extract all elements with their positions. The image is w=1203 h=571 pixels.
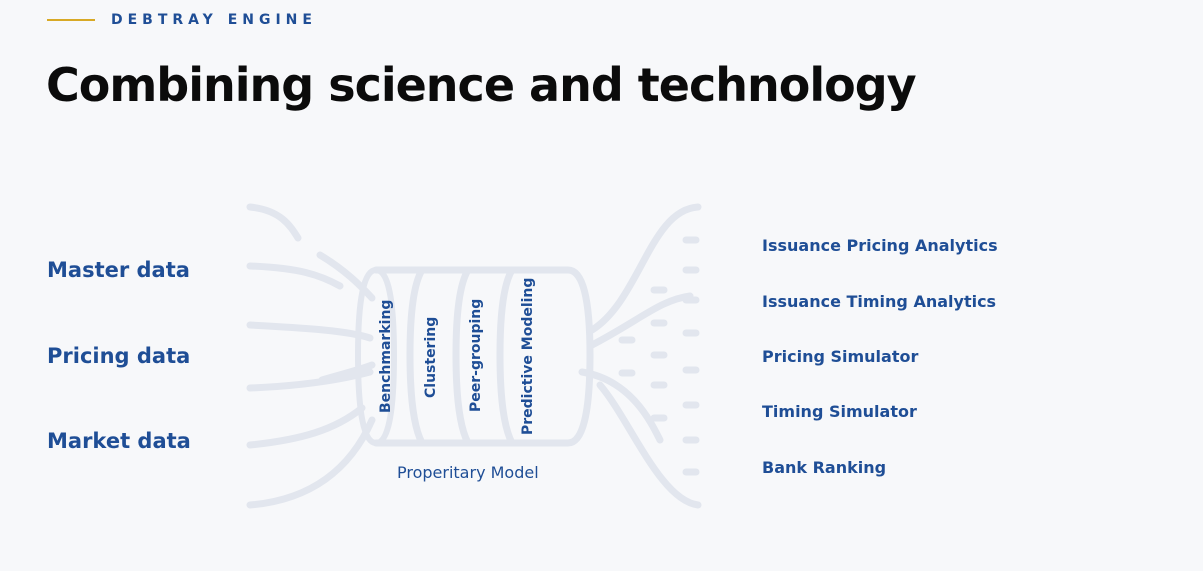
flow-line-right bbox=[588, 292, 694, 349]
input-label-pricing-data: Pricing data bbox=[47, 344, 191, 368]
flow-line-right bbox=[578, 368, 664, 444]
flow-line-left bbox=[318, 361, 376, 384]
eyebrow: DEBTRAY ENGINE bbox=[47, 12, 317, 28]
stage-label-peer-grouping: Peer-grouping bbox=[468, 299, 484, 412]
model-cylinder-ring bbox=[406, 266, 426, 447]
stage-label-benchmarking: Benchmarking bbox=[378, 300, 394, 413]
flow-line-left bbox=[246, 404, 366, 449]
flow-line-right bbox=[588, 203, 702, 334]
flow-line-left bbox=[246, 416, 376, 509]
flow-line-left bbox=[246, 203, 302, 242]
input-label-master-data: Master data bbox=[47, 258, 190, 282]
stage-label-predictive-modeling: Predictive Modeling bbox=[520, 278, 536, 435]
eyebrow-label: DEBTRAY ENGINE bbox=[111, 12, 317, 28]
output-label-issuance-timing: Issuance Timing Analytics bbox=[762, 292, 997, 311]
output-label-issuance-pricing: Issuance Pricing Analytics bbox=[762, 236, 998, 255]
output-label-bank-ranking: Bank Ranking bbox=[762, 458, 887, 477]
model-caption: Properitary Model bbox=[397, 463, 539, 482]
stage-label-clustering: Clustering bbox=[423, 317, 439, 398]
flow-line-left bbox=[246, 321, 374, 342]
model-cylinder-outline bbox=[372, 266, 594, 447]
model-cylinder-ring bbox=[452, 266, 472, 447]
eyebrow-rule bbox=[47, 19, 95, 21]
flow-line-left bbox=[316, 251, 376, 302]
output-label-timing-simulator: Timing Simulator bbox=[762, 402, 917, 421]
flow-line-right bbox=[596, 381, 702, 509]
output-label-pricing-simulator: Pricing Simulator bbox=[762, 347, 919, 366]
flow-line-left bbox=[246, 262, 344, 290]
input-label-market-data: Market data bbox=[47, 429, 191, 453]
page-title: Combining science and technology bbox=[46, 58, 917, 112]
model-cylinder-ring bbox=[496, 266, 516, 447]
model-cylinder-left-cap bbox=[354, 266, 398, 447]
